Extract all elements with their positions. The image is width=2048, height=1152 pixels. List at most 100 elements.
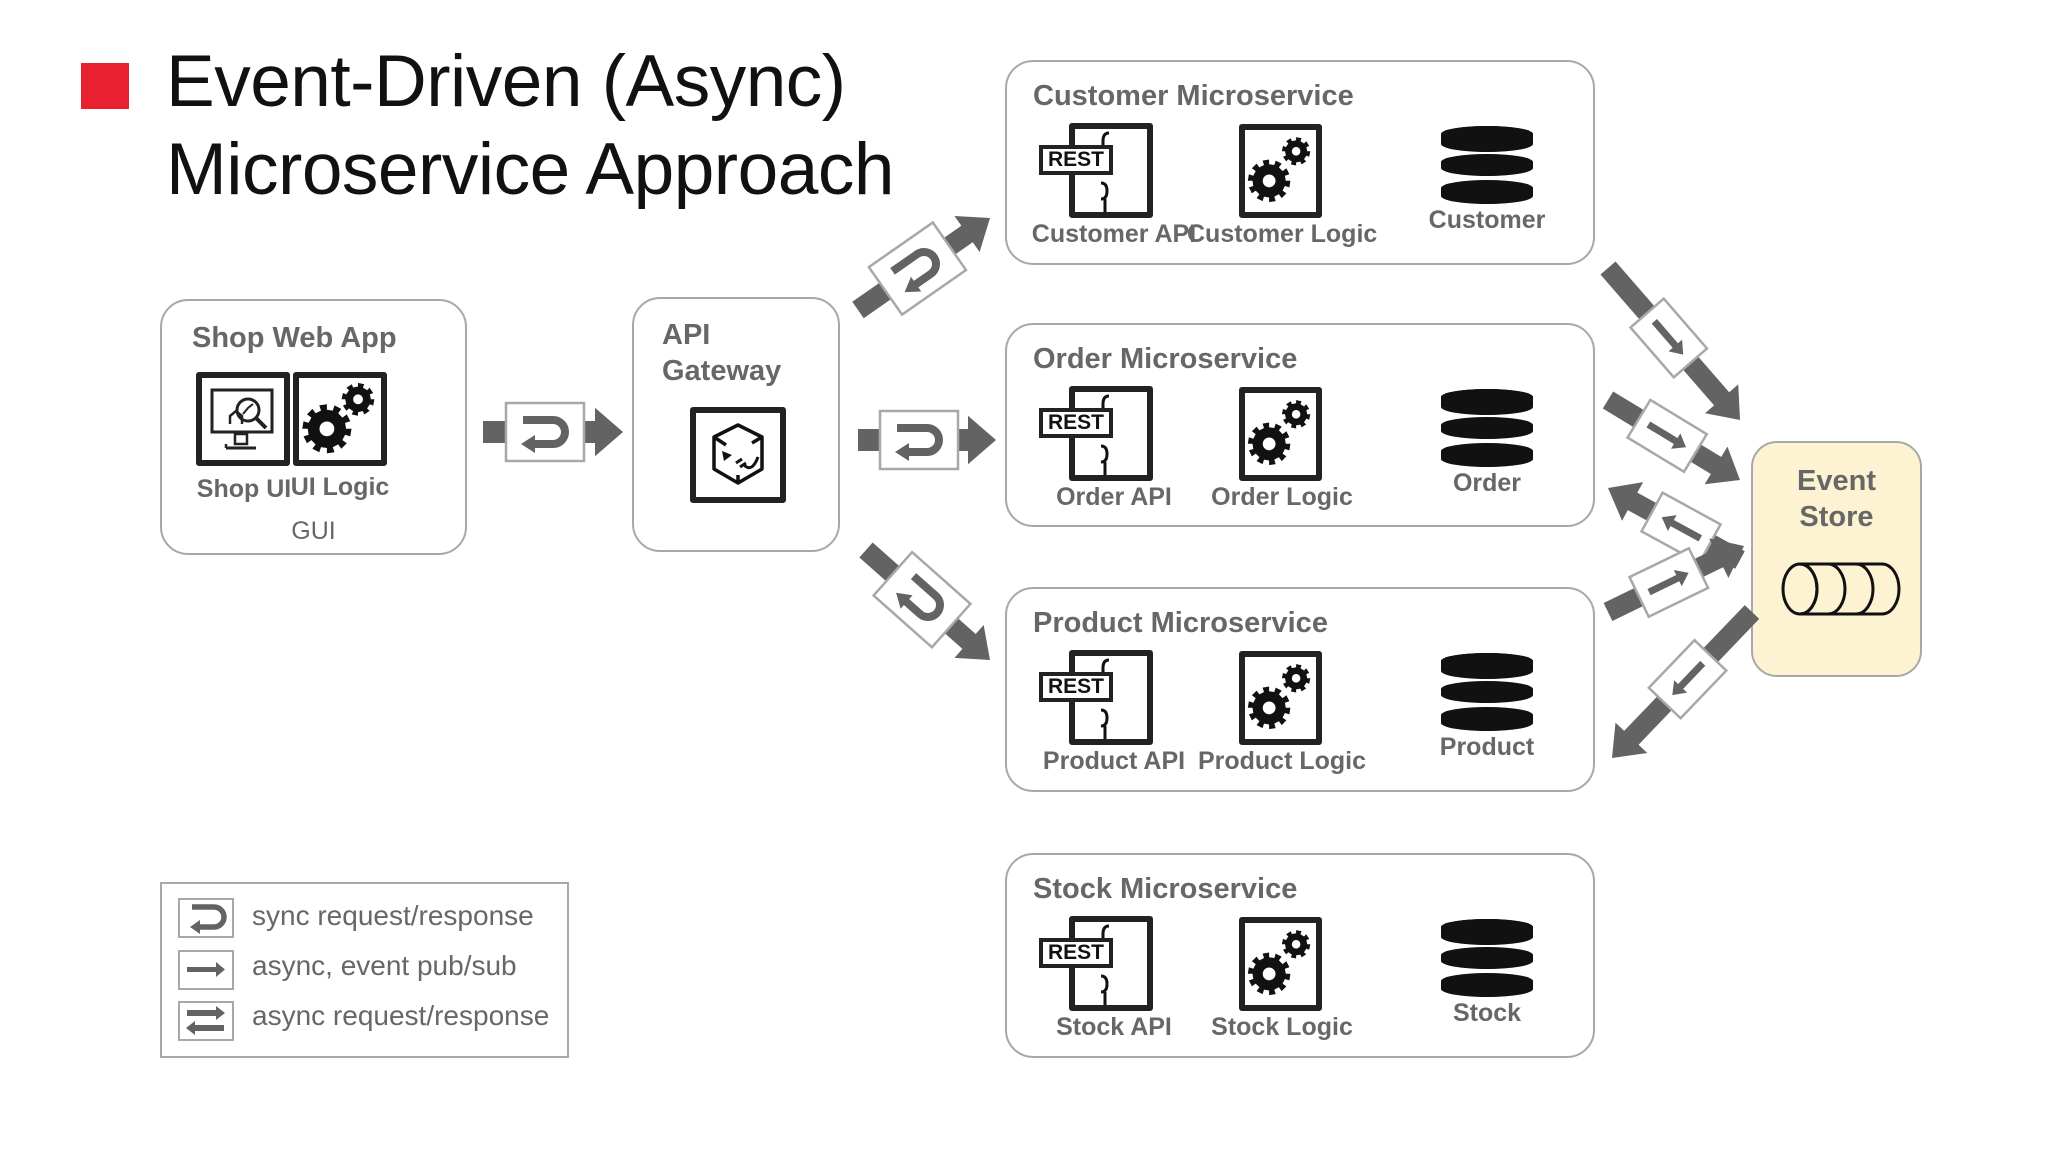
microservice-title: Stock Microservice [1033, 873, 1298, 905]
logic-gears-icon [1239, 917, 1322, 1011]
right-arrow-icon [1647, 570, 1689, 596]
rest-api-icon: REST [1039, 650, 1153, 745]
brace-shape [1100, 394, 1110, 475]
api-gateway-title-line-1: API [662, 319, 711, 351]
shop-web-app-title: Shop Web App [192, 322, 397, 354]
sync-tag [871, 550, 973, 650]
right-arrow-icon [1661, 515, 1703, 542]
rest-api-icon: REST [1039, 916, 1153, 1011]
title-bullet [81, 63, 129, 109]
logic-label: Order Logic [1211, 483, 1353, 511]
logic-label: Product Logic [1197, 747, 1367, 775]
cube-plug-icon [690, 407, 786, 503]
logic-gears-icon [1239, 387, 1322, 481]
logic-gears-icon [1239, 651, 1322, 745]
db-layer [1441, 443, 1533, 467]
gear-hole [1291, 410, 1301, 419]
api-gateway-title: API Gateway [662, 317, 781, 389]
queue-cylinders-icon [1781, 562, 1901, 616]
u-turn-arrow-icon [895, 443, 909, 461]
right-arrow-icon [178, 950, 234, 990]
connection-arrow: API Gateway → Product Microservice (sync… [859, 542, 991, 661]
db-label: Customer [1428, 206, 1546, 234]
database-icon [1441, 126, 1533, 204]
gear-hole [1291, 147, 1301, 156]
ui-logic-label: UI Logic [290, 473, 390, 501]
legend: sync request/response async, event pub/s… [160, 882, 569, 1058]
microservice-title: Order Microservice [1033, 343, 1298, 375]
db-label: Stock [1452, 999, 1522, 1027]
brace-shape [1100, 131, 1110, 212]
gear-hole [353, 394, 363, 405]
slide-title: Event-Driven (Async) Microservice Approa… [166, 38, 894, 214]
gear-hole [1291, 674, 1301, 683]
db-layer [1441, 154, 1533, 176]
slide-title-line-1: Event-Driven (Async) [166, 41, 846, 122]
gui-label: GUI [291, 517, 336, 545]
event-store-box[interactable]: Event Store [1751, 441, 1922, 677]
rest-tag: REST [1039, 938, 1114, 968]
legend-label: sync request/response [252, 900, 534, 931]
brace-shape [1100, 924, 1110, 1005]
api-label: Order API [1056, 483, 1172, 511]
monitor-analytics-icon [196, 372, 290, 466]
db-layer [1441, 417, 1533, 439]
gear-hole [319, 421, 335, 437]
u-turn-arrow-icon [178, 898, 234, 938]
sync-tag [867, 220, 968, 317]
sync-tag [504, 401, 586, 463]
slide-title-line-2: Microservice Approach [166, 129, 894, 210]
legend-label: async request/response [252, 1000, 550, 1031]
api-gateway-title-line-2: Gateway [662, 355, 782, 387]
db-label: Product [1439, 733, 1535, 761]
logic-gears-icon [1239, 124, 1322, 218]
shop-web-app-box[interactable]: Shop Web App Shop UI UI Logic GUI [160, 299, 467, 555]
connection-arrow: Shop Web App → API Gateway (sync request… [483, 401, 623, 463]
right-arrow-icon [1651, 319, 1684, 355]
db-layer [1441, 947, 1533, 969]
shop-ui-label: Shop UI [196, 475, 292, 503]
event-store-title: Event Store [1753, 463, 1920, 535]
logic-label: Stock Logic [1211, 1013, 1353, 1041]
gear-hole [1262, 437, 1276, 451]
rest-tag: REST [1039, 672, 1114, 702]
rest-tag: REST [1039, 145, 1114, 175]
connection-arrow: Product Microservice → Event Store (asyn… [1603, 538, 1745, 621]
connection-arrow: Customer Microservice → Event Store (asy… [1600, 261, 1741, 421]
connection-arrow: API Gateway → Order Microservice (sync r… [858, 409, 996, 471]
u-turn-arrow-icon [902, 573, 944, 621]
api-gateway-box[interactable]: API Gateway [632, 297, 840, 552]
connection-arrow: API Gateway → Customer Microservice (syn… [852, 215, 990, 319]
u-turn-arrow-icon [897, 424, 943, 456]
u-turn-arrow-icon [896, 592, 913, 609]
gear-hole [1262, 967, 1276, 981]
connection-arrow: Order Microservice → Event Store (async,… [1602, 391, 1740, 485]
right-arrow-icon [1672, 660, 1706, 696]
api-label: Customer API [1031, 220, 1197, 248]
gear-hole [1291, 940, 1301, 949]
db-label: Order [1452, 469, 1522, 497]
rest-api-icon: REST [1039, 386, 1153, 481]
event-store-title-line-2: Store [1799, 501, 1874, 533]
sync-tag [878, 409, 960, 471]
api-label: Product API [1042, 747, 1186, 775]
customer-microservice-box[interactable]: Customer Microservice REST Customer API … [1005, 60, 1595, 265]
product-microservice-box[interactable]: Product Microservice REST Product API Pr… [1005, 587, 1595, 792]
connection-arrow: Event Store → Order Microservice (async,… [1607, 482, 1745, 569]
database-icon [1441, 389, 1533, 467]
gear-hole [1262, 174, 1276, 188]
stock-microservice-box[interactable]: Stock Microservice REST Stock API Stock … [1005, 853, 1595, 1058]
right-arrow-icon [1646, 421, 1686, 449]
logic-label: Customer Logic [1187, 220, 1378, 248]
bidirectional-arrows-icon [178, 1001, 234, 1041]
u-turn-arrow-icon [890, 248, 940, 289]
rest-tag: REST [1039, 408, 1114, 438]
connection-arrow: Event Store → Stock Microservice (async,… [1612, 605, 1760, 758]
api-label: Stock API [1056, 1013, 1172, 1041]
db-layer [1441, 707, 1533, 731]
order-microservice-box[interactable]: Order Microservice REST Order API Order … [1005, 323, 1595, 527]
db-layer [1441, 973, 1533, 997]
u-turn-arrow-icon [521, 435, 535, 453]
microservice-title: Product Microservice [1033, 607, 1328, 639]
